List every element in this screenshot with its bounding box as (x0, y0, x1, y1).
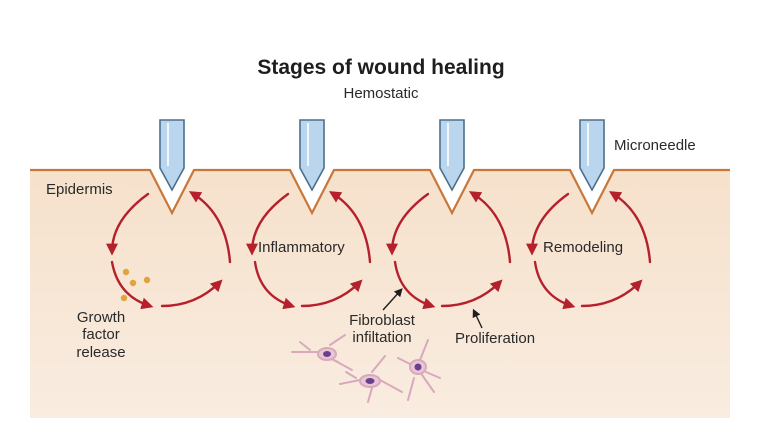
fibroblast-cell-icon (291, 334, 353, 371)
cycle-arrow-icon (526, 191, 652, 310)
diagram-title: Stages of wound healing (257, 56, 505, 79)
skin-tissue (30, 170, 730, 418)
fibroblast-pointer-arrow (382, 288, 403, 311)
fibroblast-label: Fibroblast infiltation (349, 312, 415, 347)
growth-factor-particle-icon (120, 268, 151, 302)
proliferation-label: Proliferation (455, 330, 536, 347)
skin-surface-line (30, 168, 730, 216)
microneedle-icon (439, 119, 465, 192)
cycle-arrow-icon (106, 191, 232, 310)
epidermis-label: Epidermis (46, 181, 113, 198)
diagram-subtitle: Hemostatic (343, 85, 419, 102)
cycle-arrow-icon (386, 191, 512, 310)
microneedle-icon (159, 119, 185, 192)
fibroblast-cell-icon (339, 355, 403, 403)
microneedle-icon (579, 119, 605, 192)
growth-factor-label: Growth factor release (76, 309, 126, 361)
microneedle-icon (299, 119, 325, 192)
cycle-arrow-icon (246, 191, 372, 310)
remodeling-label: Remodeling (543, 239, 624, 256)
proliferation-pointer-arrow (472, 308, 483, 329)
microneedle-label: Microneedle (614, 137, 696, 154)
fibroblast-cell-icon (397, 339, 441, 401)
inflammatory-label: Inflammatory (258, 239, 345, 256)
